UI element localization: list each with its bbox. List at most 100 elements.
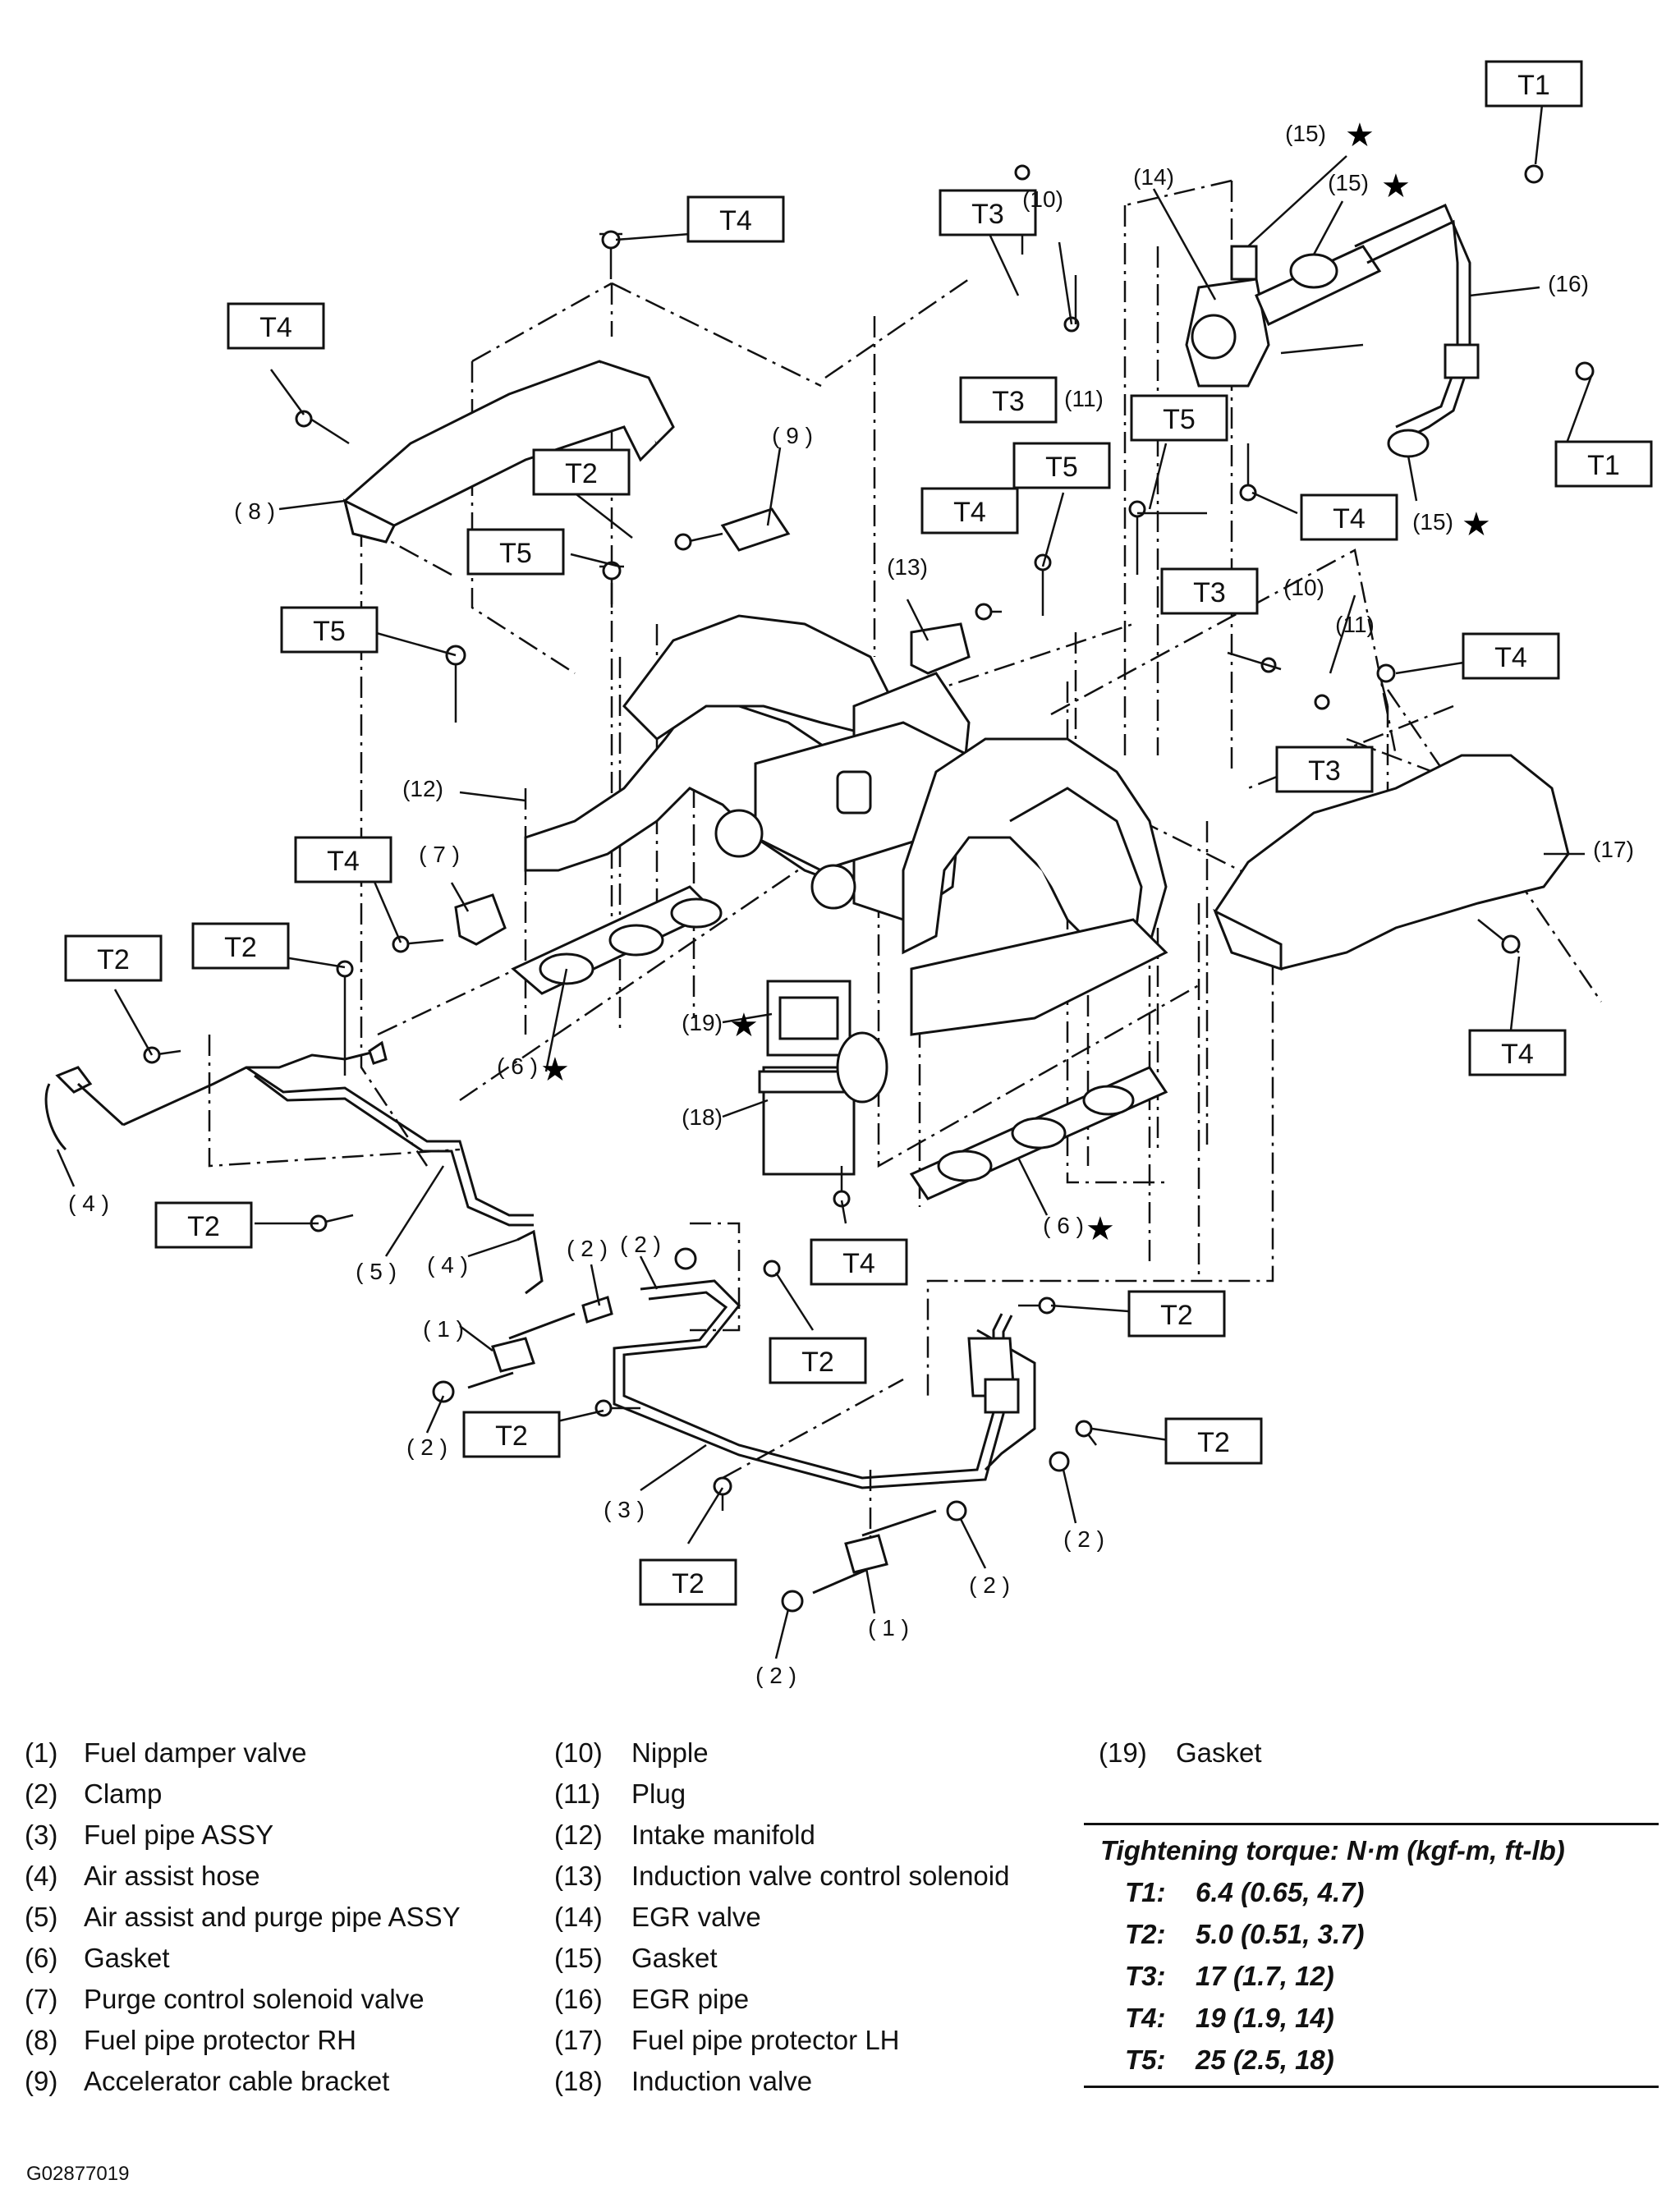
star-mark: ★ — [1086, 1211, 1115, 1247]
torque-row: T3:17 (1.7, 12) — [1125, 1961, 1334, 1991]
torque-box-t2: T2 — [154, 1201, 253, 1249]
callout-14: (14) — [1133, 164, 1174, 190]
svg-text:T2: T2 — [187, 1211, 220, 1242]
torque-box-t4: T4 — [227, 302, 325, 350]
star-mark: ★ — [540, 1052, 570, 1088]
svg-text:T1: T1 — [1587, 450, 1620, 481]
torque-row: T5:25 (2.5, 18) — [1125, 2044, 1334, 2075]
callout-17: (17) — [1593, 837, 1634, 862]
fuel-pipe-protector-rh — [342, 360, 675, 544]
callout-2: ( 2 ) — [406, 1434, 448, 1460]
callout-10: (10) — [1283, 575, 1324, 600]
torque-box-t3: T3 — [959, 376, 1058, 424]
intake-manifold — [524, 614, 1168, 1036]
egr-valve — [1185, 245, 1382, 388]
callout-18: (18) — [682, 1104, 723, 1130]
callout-11: (11) — [1064, 386, 1104, 411]
svg-text:T5: T5 — [313, 616, 346, 647]
legend-item: (10)Nipple — [554, 1737, 709, 1768]
svg-text:T2: T2 — [495, 1420, 528, 1452]
svg-text:T3: T3 — [1308, 755, 1341, 787]
legend-item: (14)EGR valve — [554, 1902, 761, 1932]
star-mark: ★ — [1462, 507, 1491, 543]
callout-7: ( 7 ) — [419, 842, 460, 867]
callout-2: ( 2 ) — [620, 1232, 661, 1257]
torque-row: T4:19 (1.9, 14) — [1125, 2003, 1334, 2033]
torque-box-t4: T4 — [810, 1238, 908, 1286]
legend-column-3: (19)Gasket — [1099, 1732, 1262, 1774]
solenoids — [454, 507, 971, 946]
svg-text:T4: T4 — [719, 205, 752, 236]
svg-text:T2: T2 — [672, 1568, 705, 1599]
legend-item: (17)Fuel pipe protector LH — [554, 2025, 900, 2055]
callout-6: ( 6 ) — [1043, 1213, 1084, 1238]
svg-text:T1: T1 — [1517, 70, 1550, 101]
callout-15: (15) — [1328, 170, 1369, 195]
torque-box-t3: T3 — [939, 189, 1037, 236]
torque-box-t3: T3 — [1275, 746, 1374, 793]
torque-box-t4: T4 — [1462, 632, 1560, 680]
svg-text:T5: T5 — [499, 538, 532, 569]
torque-box-t1: T1 — [1485, 60, 1583, 108]
part-callouts: (10) (11) (14) (15) ★ (15) ★ (16) (15) ★… — [68, 117, 1634, 1688]
torque-box-t4: T4 — [920, 487, 1019, 535]
callout-11: (11) — [1335, 612, 1375, 637]
legend-item: (6)Gasket — [25, 1943, 170, 1973]
callout-4: ( 4 ) — [68, 1191, 109, 1216]
torque-row: T1:6.4 (0.65, 4.7) — [1125, 1877, 1365, 1907]
legend-item: (5)Air assist and purge pipe ASSY — [25, 1902, 461, 1932]
torque-row: T2:5.0 (0.51, 3.7) — [1125, 1919, 1365, 1949]
legend-item: (3)Fuel pipe ASSY — [25, 1820, 274, 1850]
induction-valve — [758, 980, 888, 1176]
torque-table: Tightening torque: N·m (kgf-m, ft-lb) T1… — [1084, 1823, 1659, 2088]
legend-item: (15)Gasket — [554, 1943, 718, 1973]
svg-text:T3: T3 — [971, 199, 1004, 230]
callout-1: ( 1 ) — [868, 1615, 909, 1641]
svg-text:T2: T2 — [97, 944, 130, 975]
air-assist-pipe — [44, 1040, 544, 1295]
torque-box-t2: T2 — [769, 1337, 867, 1384]
callout-16: (16) — [1548, 271, 1589, 296]
legend-item: (1)Fuel damper valve — [25, 1737, 307, 1768]
callout-8: ( 8 ) — [234, 498, 275, 524]
torque-box-t2: T2 — [1127, 1290, 1226, 1338]
svg-text:T5: T5 — [1045, 452, 1078, 483]
torque-table-title: Tightening torque: N·m (kgf-m, ft-lb) — [1100, 1835, 1565, 1866]
svg-text:T4: T4 — [259, 312, 292, 343]
torque-box-t5: T5 — [280, 606, 379, 654]
legend-item: (9)Accelerator cable bracket — [25, 2066, 390, 2096]
callout-13: (13) — [887, 554, 928, 580]
legend-item: (7)Purge control solenoid valve — [25, 1984, 425, 2014]
fuel-damper-valves — [432, 1247, 1070, 1613]
parts-legend: (1)Fuel damper valve (2)Clamp (3)Fuel pi… — [25, 1732, 1659, 2176]
callout-5: ( 5 ) — [356, 1259, 397, 1284]
legend-item: (4)Air assist hose — [25, 1861, 260, 1891]
callout-4: ( 4 ) — [427, 1252, 468, 1278]
callout-1: ( 1 ) — [423, 1316, 464, 1342]
torque-box-t2: T2 — [462, 1411, 561, 1458]
legend-item: (19)Gasket — [1099, 1737, 1262, 1768]
fuel-pipe-protector-lh — [1213, 754, 1570, 971]
svg-text:T4: T4 — [953, 497, 986, 528]
torque-box-t4: T4 — [1300, 493, 1398, 541]
star-mark: ★ — [1345, 117, 1375, 154]
callout-6: ( 6 ) — [497, 1053, 538, 1079]
legend-item: (2)Clamp — [25, 1778, 163, 1809]
svg-text:T2: T2 — [1197, 1427, 1230, 1458]
torque-box-t4: T4 — [1468, 1029, 1567, 1076]
torque-box-t2: T2 — [532, 448, 631, 496]
callout-2: ( 2 ) — [969, 1572, 1010, 1598]
legend-column-1: (1)Fuel damper valve (2)Clamp (3)Fuel pi… — [25, 1732, 461, 2102]
svg-text:T2: T2 — [224, 932, 257, 963]
torque-box-t4: T4 — [294, 836, 392, 883]
legend-item: (11)Plug — [554, 1778, 686, 1809]
callout-2: ( 2 ) — [1063, 1526, 1104, 1552]
torque-box-t5: T5 — [1012, 442, 1111, 489]
torque-box-t5: T5 — [466, 528, 565, 576]
fuel-pipe-assy — [613, 1279, 1036, 1489]
torque-box-t1: T1 — [1554, 440, 1653, 488]
legend-item: (12)Intake manifold — [554, 1820, 815, 1850]
svg-text:T3: T3 — [992, 386, 1025, 417]
svg-text:T4: T4 — [1333, 503, 1366, 535]
callout-2: ( 2 ) — [755, 1663, 796, 1688]
